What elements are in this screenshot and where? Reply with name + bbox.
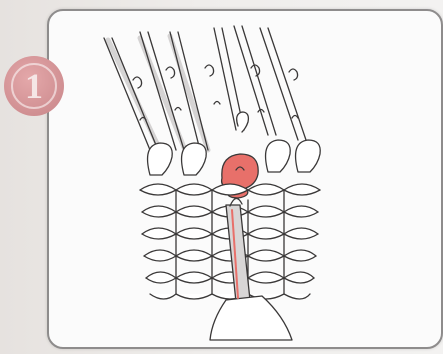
crochet-hook bbox=[210, 198, 292, 340]
latch-hooks bbox=[133, 65, 298, 120]
needle-shafts bbox=[104, 26, 306, 150]
